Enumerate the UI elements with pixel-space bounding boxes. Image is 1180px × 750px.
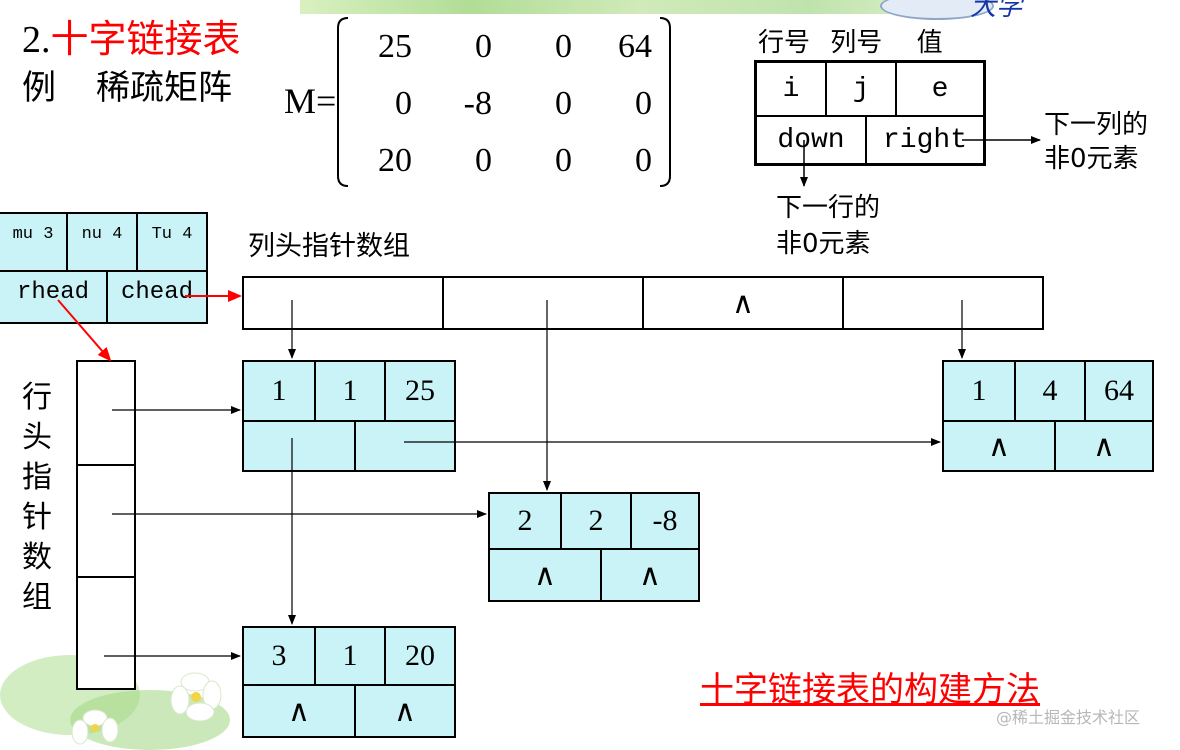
title-main: 十字链接表 bbox=[50, 19, 241, 61]
example-line: 例稀疏矩阵 bbox=[22, 60, 232, 109]
node-3-1: 3 1 20 ∧ ∧ bbox=[242, 626, 456, 738]
header-mu: mu 3 bbox=[12, 224, 54, 244]
matrix-body: 25 0 0 64 0 -8 0 0 20 0 0 0 bbox=[350, 18, 660, 189]
flower-decoration bbox=[0, 655, 230, 750]
legend-down-note-line2: 非0元素 bbox=[776, 229, 871, 259]
header-nu: nu 4 bbox=[81, 224, 123, 244]
matrix-brackets bbox=[337, 17, 671, 187]
node-down-null: ∧ bbox=[534, 557, 556, 593]
node-i: 1 bbox=[271, 374, 287, 407]
legend-header-col: 列号 bbox=[830, 28, 883, 58]
node-e: -8 bbox=[652, 504, 678, 537]
node-j: 1 bbox=[342, 374, 358, 407]
row-head-label-char: 行 bbox=[22, 380, 52, 415]
node-1-1: 1 1 25 bbox=[242, 360, 456, 472]
matrix-row: 25 0 0 64 bbox=[350, 18, 660, 75]
legend-field-e: e bbox=[931, 73, 949, 105]
matrix-cell: 0 bbox=[475, 141, 492, 179]
legend-headers: 行号 列号 值 bbox=[758, 22, 943, 59]
matrix-row: 20 0 0 0 bbox=[350, 132, 660, 189]
legend-field-down: down bbox=[777, 124, 845, 156]
top-decoration bbox=[300, 0, 980, 14]
legend-down-note: 下一行的 非0元素 bbox=[776, 190, 880, 262]
row-head-label-char: 数 bbox=[22, 540, 52, 575]
matrix-cell: 0 bbox=[635, 84, 652, 122]
matrix-cell: 0 bbox=[395, 84, 412, 122]
row-head-label-char: 针 bbox=[22, 500, 52, 535]
matrix-cell: 0 bbox=[475, 27, 492, 65]
row-head-label-char: 头 bbox=[22, 420, 52, 455]
col-head-null: ∧ bbox=[732, 285, 754, 321]
node-right-null: ∧ bbox=[394, 693, 416, 729]
node-right-null: ∧ bbox=[1093, 428, 1115, 464]
matrix-cell: 0 bbox=[555, 27, 572, 65]
row-head-array bbox=[76, 360, 136, 690]
legend-right-note: 下一列的 非0元素 bbox=[1044, 108, 1148, 176]
node-j: 2 bbox=[588, 504, 604, 537]
header-chead: chead bbox=[120, 278, 193, 306]
matrix-cell: 0 bbox=[555, 84, 572, 122]
matrix-cell: 20 bbox=[378, 141, 412, 179]
matrix-cell: -8 bbox=[463, 84, 492, 122]
matrix-row: 0 -8 0 0 bbox=[350, 75, 660, 132]
node-down-null: ∧ bbox=[288, 693, 310, 729]
legend-header-row: 行号 bbox=[758, 28, 811, 58]
example-label: 例 bbox=[22, 68, 56, 108]
row-head-label-char: 指 bbox=[22, 460, 52, 495]
matrix-label: M= bbox=[284, 81, 337, 121]
matrix-cell: 0 bbox=[555, 141, 572, 179]
watermark: @稀土掘金技术社区 bbox=[996, 708, 1141, 727]
slide-title: 2.十字链接表 bbox=[22, 8, 241, 63]
col-head-array: ∧ bbox=[242, 276, 1044, 330]
node-i: 1 bbox=[971, 374, 987, 407]
legend-down-note-line1: 下一行的 bbox=[776, 193, 881, 223]
node-2-2: 2 2 -8 ∧ ∧ bbox=[488, 492, 700, 602]
matrix-header-block: mu 3 nu 4 Tu 4 rhead chead bbox=[0, 212, 208, 324]
node-right-null: ∧ bbox=[639, 557, 661, 593]
title-number: 2. bbox=[22, 19, 51, 61]
node-i: 3 bbox=[271, 639, 287, 672]
row-head-label: 行 头 指 针 数 组 bbox=[22, 378, 52, 618]
node-1-4: 1 4 64 ∧ ∧ bbox=[942, 360, 1154, 472]
header-tu: Tu 4 bbox=[151, 224, 193, 244]
row-head-label-char: 组 bbox=[22, 580, 52, 615]
matrix-cell: 0 bbox=[635, 141, 652, 179]
node-e: 64 bbox=[1104, 374, 1134, 407]
legend-field-right: right bbox=[882, 124, 967, 156]
node-e: 20 bbox=[405, 639, 435, 672]
legend-right-note-line2: 非0元素 bbox=[1044, 144, 1139, 174]
node-e: 25 bbox=[405, 374, 435, 407]
matrix-cell: 25 bbox=[378, 27, 412, 65]
caption: 十字链接表的构建方法 bbox=[700, 670, 1040, 710]
node-down-null: ∧ bbox=[988, 428, 1010, 464]
node-i: 2 bbox=[517, 504, 533, 537]
header-rhead: rhead bbox=[16, 278, 89, 306]
legend-field-j: j bbox=[852, 73, 870, 105]
legend-field-i: i bbox=[782, 73, 800, 105]
example-name: 稀疏矩阵 bbox=[96, 68, 232, 108]
legend-header-val: 值 bbox=[916, 28, 943, 58]
node-j: 4 bbox=[1042, 374, 1058, 407]
logo-text-decoration: 大学 bbox=[970, 0, 1023, 21]
legend-right-note-line1: 下一列的 bbox=[1044, 110, 1149, 140]
matrix-cell: 64 bbox=[618, 27, 652, 65]
legend-node: i j e down right bbox=[754, 60, 986, 166]
col-head-label: 列头指针数组 bbox=[248, 231, 410, 262]
node-j: 1 bbox=[342, 639, 358, 672]
